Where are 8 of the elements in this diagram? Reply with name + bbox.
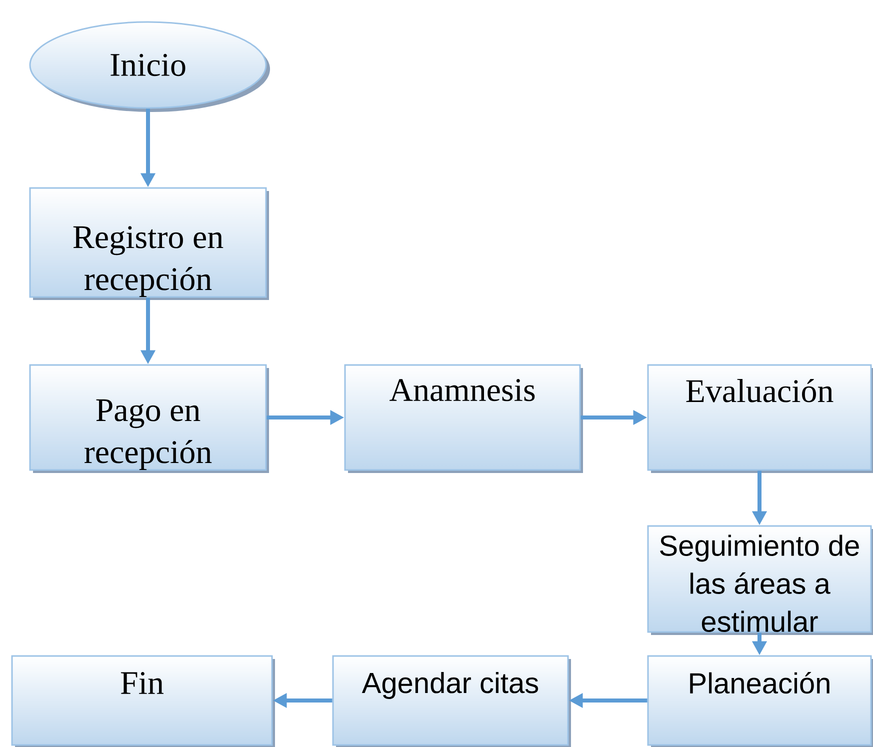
process-box: Evaluación <box>647 364 873 473</box>
process-box: Registro en recepción <box>29 187 269 300</box>
process-box: Seguimiento de las áreas a estimular <box>647 525 873 635</box>
process-box: Pago en recepción <box>29 364 269 473</box>
process-box: Planeación <box>647 655 873 747</box>
process-box: Agendar citas <box>332 655 571 747</box>
process-box: Anamnesis <box>344 364 583 473</box>
end-box: Fin <box>11 655 275 747</box>
